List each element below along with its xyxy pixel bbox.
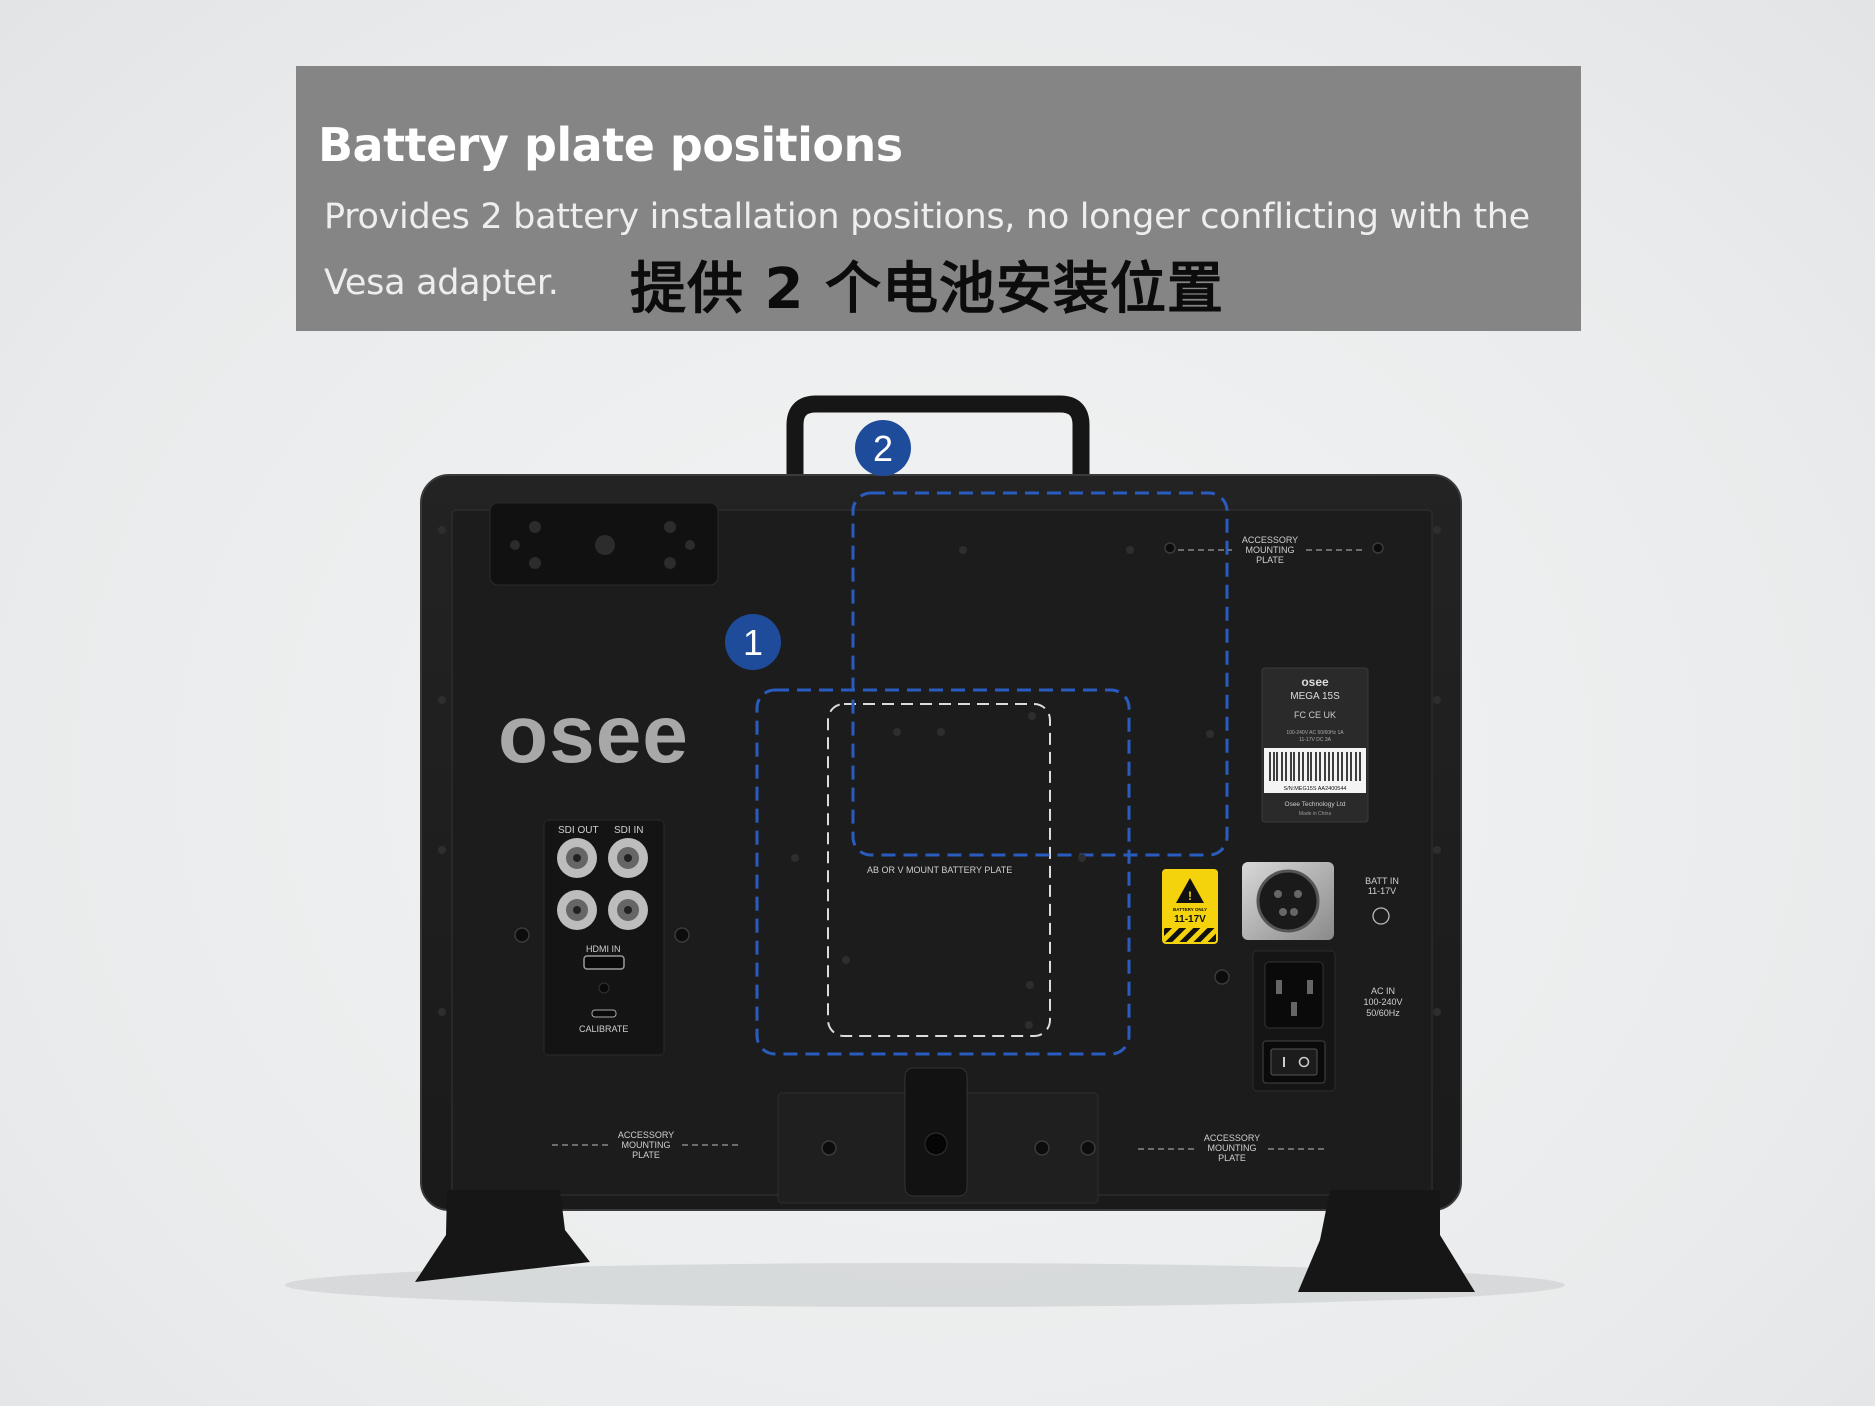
marker-2: 2 — [855, 420, 911, 476]
ac-in-voltage: 100-240V — [1363, 997, 1402, 1007]
battery-position-1-outline — [755, 688, 1131, 1056]
svg-text:MOUNTING: MOUNTING — [1208, 1143, 1257, 1153]
center-mount-hole — [924, 1132, 948, 1156]
batt-in-voltage: 11-17V — [1368, 886, 1396, 896]
battery-position-2-outline — [851, 491, 1229, 857]
sdi-connectors — [557, 838, 648, 930]
sdi-in-label: SDI IN — [614, 825, 643, 836]
barcode — [1264, 748, 1366, 793]
label-model: MEGA 15S — [1290, 691, 1340, 702]
center-mount-post — [904, 1067, 968, 1197]
carry-handle — [786, 395, 1090, 495]
battery-warning-sticker: ! BATTERY ONLY 11-17V — [1162, 869, 1218, 944]
hdmi-port — [583, 955, 625, 970]
svg-text:2: 2 — [873, 428, 893, 469]
xlr-batt-in-connector — [1242, 862, 1334, 940]
ac-in-label: AC IN — [1371, 986, 1395, 996]
iec-socket — [1264, 961, 1324, 1029]
svg-text:BATTERY ONLY: BATTERY ONLY — [1173, 907, 1207, 912]
svg-text:ACCESSORY: ACCESSORY — [1204, 1133, 1260, 1143]
svg-text:1: 1 — [743, 622, 763, 663]
left-foot — [415, 1190, 590, 1282]
bracket-holes — [510, 521, 695, 569]
calibrate-label: CALIBRATE — [579, 1024, 628, 1034]
battery-plate-label: AB OR V MOUNT BATTERY PLATE — [867, 865, 1012, 875]
floor-shadow — [285, 1263, 1565, 1307]
plate-holes — [438, 526, 1441, 1029]
tally-hole — [598, 982, 610, 994]
info-banner: Battery plate positions Provides 2 batte… — [296, 66, 1581, 331]
batt-in-label: BATT IN — [1365, 876, 1399, 886]
label-serial: S/N:MEG15S AA2400544 — [1284, 786, 1347, 792]
banner-description: Provides 2 battery installation position… — [324, 197, 1530, 303]
usbc-port — [591, 1009, 617, 1018]
label-certs: FC CE UK — [1294, 710, 1336, 720]
plug-icon — [1372, 907, 1390, 925]
marker-1: 1 — [725, 614, 781, 670]
accessory-mount-top-right: ACCESSORY MOUNTING PLATE — [1178, 535, 1364, 565]
svg-text:ACCESSORY: ACCESSORY — [1242, 535, 1298, 545]
svg-text:11-17V: 11-17V — [1174, 914, 1206, 925]
switch-off-icon — [1298, 1056, 1310, 1068]
accessory-mount-bottom-left: ACCESSORY MOUNTING PLATE — [552, 1130, 740, 1160]
accessory-mount-bottom-right: ACCESSORY MOUNTING PLATE — [1138, 1133, 1326, 1163]
screw-holes — [514, 542, 1384, 1156]
svg-text:PLATE: PLATE — [632, 1150, 660, 1160]
svg-text:!: ! — [1188, 889, 1192, 903]
banner-description-zh: 提供 2 个电池安装位置 — [630, 257, 1224, 322]
label-brand: osee — [1301, 675, 1329, 689]
label-origin: Made in China — [1299, 811, 1331, 817]
svg-text:ACCESSORY: ACCESSORY — [618, 1130, 674, 1140]
io-panel — [543, 819, 665, 1056]
vmount-plate-outline — [827, 703, 1051, 1037]
osee-logo: osee — [498, 689, 689, 780]
ac-in-frequency: 50/60Hz — [1366, 1008, 1400, 1018]
label-power: 100-240V AC 50/60Hz 1A — [1286, 730, 1344, 736]
svg-text:PLATE: PLATE — [1256, 555, 1284, 565]
power-switch-rocker[interactable] — [1270, 1048, 1318, 1076]
banner-title: Battery plate positions — [318, 118, 903, 172]
label-company: Osee Technology Ltd — [1285, 801, 1346, 808]
svg-text:MOUNTING: MOUNTING — [1246, 545, 1295, 555]
svg-text:MOUNTING: MOUNTING — [622, 1140, 671, 1150]
sdi-out-label: SDI OUT — [558, 825, 599, 836]
barcode-bars — [1269, 752, 1361, 781]
hdmi-in-label: HDMI IN — [586, 944, 621, 954]
label-dc: 11-17V DC 3A — [1299, 737, 1332, 743]
right-foot — [1298, 1190, 1475, 1292]
svg-text:PLATE: PLATE — [1218, 1153, 1246, 1163]
